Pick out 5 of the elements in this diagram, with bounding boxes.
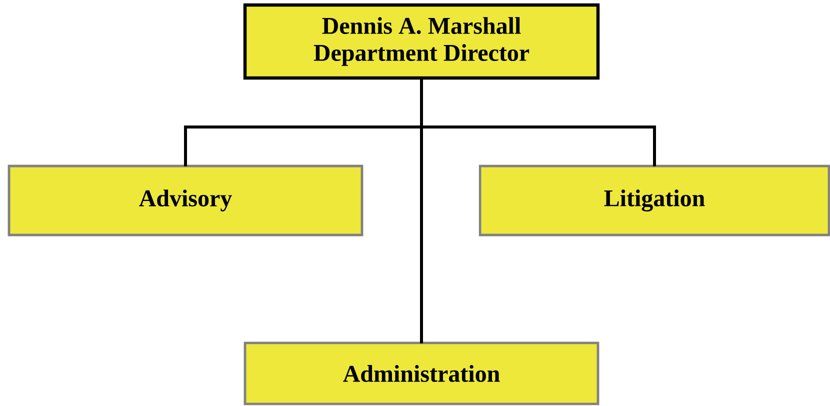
org-box: Administration xyxy=(244,342,600,406)
org-box: Litigation xyxy=(478,164,830,236)
org-box: Dennis A. Marshall Department Director xyxy=(243,3,600,80)
org-box: Advisory xyxy=(8,164,364,236)
connector-line xyxy=(420,78,423,344)
